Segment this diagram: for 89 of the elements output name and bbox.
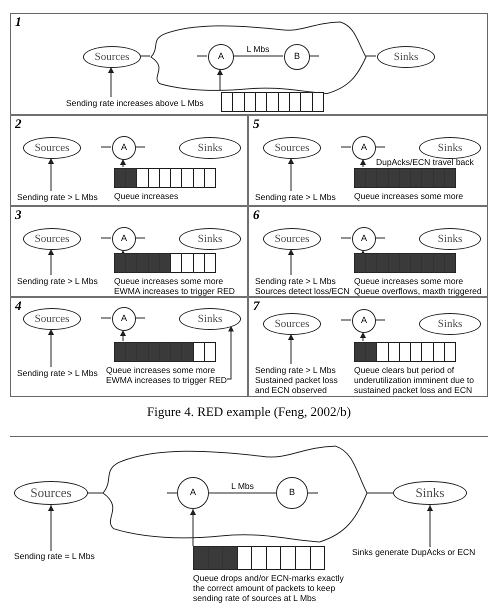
ellipse-node: Sinks: [377, 46, 435, 68]
annotation-text: Sinks generate DupAcks or ECN: [352, 547, 476, 557]
arrow: [288, 334, 294, 364]
panel-number: 1: [15, 15, 22, 29]
connector-line: [88, 492, 104, 494]
ellipse-node: Sinks: [179, 308, 241, 330]
queue-caption: Queue increases some more: [354, 276, 464, 286]
arrow: [226, 325, 234, 380]
queue-caption: Queue increases some more: [114, 276, 224, 286]
annotation-text: Sending rate > L Mbs: [17, 276, 99, 286]
panel-frame: [10, 115, 248, 206]
edge-label: L Mbs: [230, 481, 255, 491]
queue-caption: EWMA increases to trigger RED: [114, 286, 235, 296]
ellipse-node: Sinks: [179, 137, 241, 159]
edge-label: L Mbs: [246, 44, 270, 54]
queue-caption: Queue increases some more: [354, 191, 464, 201]
ellipse-node: Sources: [263, 313, 321, 335]
panel-frame: [248, 115, 488, 206]
panel-frame: [10, 297, 248, 397]
queue-caption: Queue clears but period of underutilization imminent due to sustained packet loss and ECN: [354, 365, 476, 395]
annotation-text: Sustained packet loss and ECN observed: [255, 375, 339, 395]
arrow: [48, 248, 54, 276]
connector-line: [374, 146, 386, 148]
connector-line: [166, 492, 178, 494]
queue-caption: Queue overflows, maxth triggered: [354, 286, 482, 296]
annotation-text: Sending rate > L Mbs: [255, 192, 337, 202]
arrow: [288, 158, 294, 192]
arrow: [120, 158, 126, 168]
annotation-text: Sending rate > L Mbs: [255, 276, 337, 286]
arrow: [120, 330, 126, 342]
connector-line: [308, 492, 318, 494]
packet-queue: [114, 168, 216, 188]
arrow: [48, 328, 54, 368]
annotation-text: Sending rate = L Mbs: [14, 551, 96, 561]
packet-queue: [193, 546, 325, 570]
packet-queue: [114, 342, 216, 362]
panel-number: 2: [15, 117, 22, 131]
ellipse-node: Sinks: [419, 137, 481, 159]
panel-frame: [10, 206, 248, 297]
arrow: [48, 158, 54, 192]
ellipse-node: Sources: [23, 228, 81, 250]
panel-number: 4: [15, 299, 22, 313]
ellipse-node: Sources: [23, 308, 81, 330]
packet-queue: [354, 342, 456, 362]
panel-number: 5: [253, 117, 260, 131]
queue-caption: Queue increases: [114, 191, 178, 201]
arrow: [120, 250, 126, 256]
panel-frame: [10, 13, 488, 115]
connector-line: [134, 146, 146, 148]
annotation-text: Sources detect loss/ECN: [255, 286, 350, 296]
annotation-text: Sending rate increases above L Mbs: [66, 98, 205, 108]
ellipse-node: Sinks: [179, 228, 241, 250]
ellipse-node: Sources: [263, 137, 321, 159]
panel-number: 3: [15, 208, 22, 222]
packet-queue: [221, 92, 324, 112]
panel-frame: [248, 206, 488, 297]
packet-queue: [354, 253, 456, 273]
arrow: [427, 504, 433, 548]
arrow: [360, 332, 366, 342]
ellipse-node: Sinks: [419, 313, 481, 335]
annotation-text: EWMA increases to trigger RED: [106, 375, 228, 385]
arrow: [48, 504, 54, 552]
ellipse-node: Sources: [14, 481, 88, 505]
arrow: [360, 158, 366, 168]
arrow: [190, 508, 196, 546]
arrow: [360, 250, 366, 256]
arrow: [217, 68, 223, 92]
packet-queue: [114, 253, 216, 273]
ellipse-node: Sinks: [419, 228, 481, 250]
panel-number: 7: [253, 299, 260, 313]
annotation-text: Sending rate > L Mbs: [255, 365, 337, 375]
ellipse-node: Sinks: [393, 481, 467, 505]
annotation-text: Sending rate > L Mbs: [17, 192, 99, 202]
annotation-text: Queue increases some more: [106, 365, 216, 375]
connector-line: [366, 492, 394, 494]
figure-caption: Figure 4. RED example (Feng, 2002/b): [146, 403, 352, 421]
ellipse-node: Sources: [263, 228, 321, 250]
ellipse-node: Sources: [23, 137, 81, 159]
connector-line: [208, 492, 276, 494]
connector-line: [100, 146, 112, 148]
annotation-text: DupAcks/ECN travel back: [376, 157, 474, 167]
connector-line: [340, 146, 352, 148]
arrow: [288, 248, 294, 276]
packet-queue: [354, 168, 456, 188]
queue-caption: Queue drops and/or ECN-marks exactly the correct amount of packets to keep sending rate of sources at L Mbs: [193, 573, 345, 603]
arrow: [108, 66, 114, 98]
ellipse-node: Sources: [83, 46, 141, 68]
panel-number: 6: [253, 208, 260, 222]
panel-frame: [248, 297, 488, 397]
